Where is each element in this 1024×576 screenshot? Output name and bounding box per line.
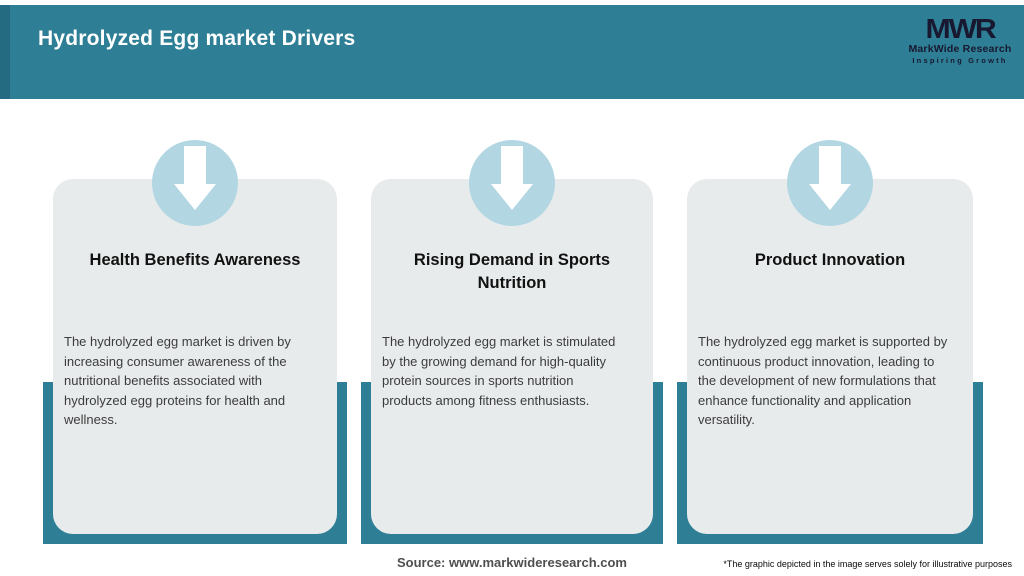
page-title: Hydrolyzed Egg market Drivers: [38, 27, 356, 50]
logo-name: MarkWide Research: [908, 43, 1012, 55]
driver-card: Rising Demand in Sports Nutrition The hy…: [371, 179, 653, 534]
logo-acronym: MWR: [925, 13, 996, 44]
markwide-research-logo: MWR MarkWide Research Inspiring Growth: [908, 14, 1012, 66]
driver-card-product-innovation: Product Innovation The hydrolyzed egg ma…: [677, 140, 983, 544]
driver-card-health-benefits: Health Benefits Awareness The hydrolyzed…: [43, 140, 347, 544]
driver-card: Product Innovation The hydrolyzed egg ma…: [687, 179, 973, 534]
card-title: Rising Demand in Sports Nutrition: [413, 251, 611, 292]
card-description: The hydrolyzed egg market is stimulated …: [382, 334, 616, 408]
driver-card-sports-nutrition: Rising Demand in Sports Nutrition The hy…: [361, 140, 663, 544]
down-arrow-icon: [787, 140, 873, 226]
card-title: Health Benefits Awareness: [89, 251, 301, 269]
header: Hydrolyzed Egg market Drivers MWR MarkWi…: [0, 5, 1024, 99]
logo-tagline: Inspiring Growth: [912, 56, 1008, 65]
disclaimer-text: *The graphic depicted in the image serve…: [723, 559, 1012, 569]
down-arrow-icon: [152, 140, 238, 226]
card-title: Product Innovation: [754, 251, 906, 269]
source-text: Source: www.markwideresearch.com: [396, 555, 627, 570]
card-description: The hydrolyzed egg market is supported b…: [698, 334, 948, 427]
card-description: The hydrolyzed egg market is driven by i…: [64, 334, 291, 427]
down-arrow-icon: [469, 140, 555, 226]
driver-card: Health Benefits Awareness The hydrolyzed…: [53, 179, 337, 534]
header-accent-stripe: [0, 5, 10, 99]
